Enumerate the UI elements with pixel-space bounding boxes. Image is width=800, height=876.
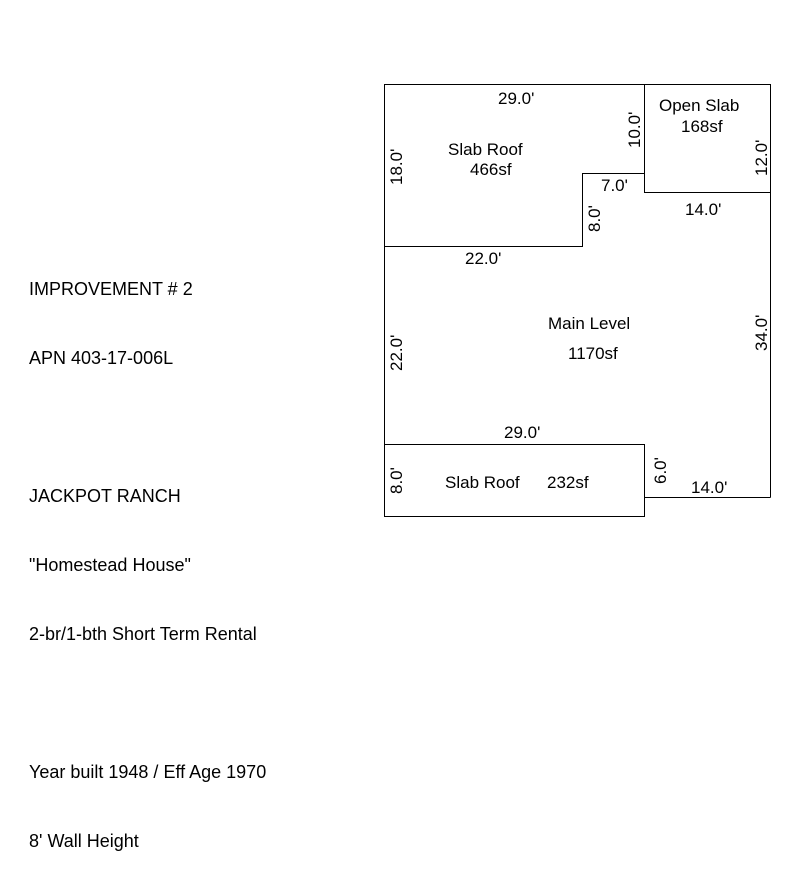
main-level-area: 1170sf (568, 344, 618, 363)
dim-open-slab-right-12: 12.0' (752, 140, 771, 176)
dim-open-slab-left-10: 10.0' (625, 112, 644, 148)
lower-slab-roof-area: 232sf (547, 473, 589, 492)
floor-plan-walls (384, 84, 771, 517)
house-description: 2-br/1-bth Short Term Rental (29, 624, 257, 644)
dim-main-right-34: 34.0' (752, 315, 771, 351)
ranch-name: JACKPOT RANCH (29, 486, 181, 506)
upper-slab-roof-area: 466sf (470, 160, 512, 179)
dim-lower-left-8: 8.0' (387, 467, 406, 494)
dim-notch-8: 8.0' (585, 205, 604, 232)
improvement-number: IMPROVEMENT # 2 (29, 279, 193, 299)
upper-slab-roof-outline (384, 84, 645, 247)
apn-number: APN 403-17-006L (29, 348, 174, 368)
year-built: Year built 1948 / Eff Age 1970 (29, 762, 267, 782)
upper-slab-roof-label: Slab Roof (448, 140, 523, 159)
dim-main-left-22: 22.0' (387, 335, 406, 371)
house-name: "Homestead House" (29, 555, 191, 575)
lower-slab-roof-outline (384, 444, 645, 517)
floor-plan-sketch: Slab Roof 466sf Open Slab 168sf Main Lev… (384, 84, 771, 517)
dim-top-29: 29.0' (498, 89, 534, 108)
open-slab-label: Open Slab (659, 96, 739, 115)
dim-bottom-right-14: 14.0' (691, 478, 727, 497)
dim-slab-bottom-22: 22.0' (465, 249, 501, 268)
main-level-label: Main Level (548, 314, 630, 333)
dim-notch-7: 7.0' (601, 176, 628, 195)
dim-left-18: 18.0' (387, 149, 406, 185)
dim-open-slab-bottom-14: 14.0' (685, 200, 721, 219)
open-slab-area: 168sf (681, 117, 723, 136)
wall-height: 8' Wall Height (29, 831, 139, 851)
dim-main-bottom-29: 29.0' (504, 423, 540, 442)
dim-lower-right-6: 6.0' (651, 457, 670, 484)
lower-slab-roof-label: Slab Roof (445, 473, 520, 492)
spacer-2 (29, 692, 266, 715)
